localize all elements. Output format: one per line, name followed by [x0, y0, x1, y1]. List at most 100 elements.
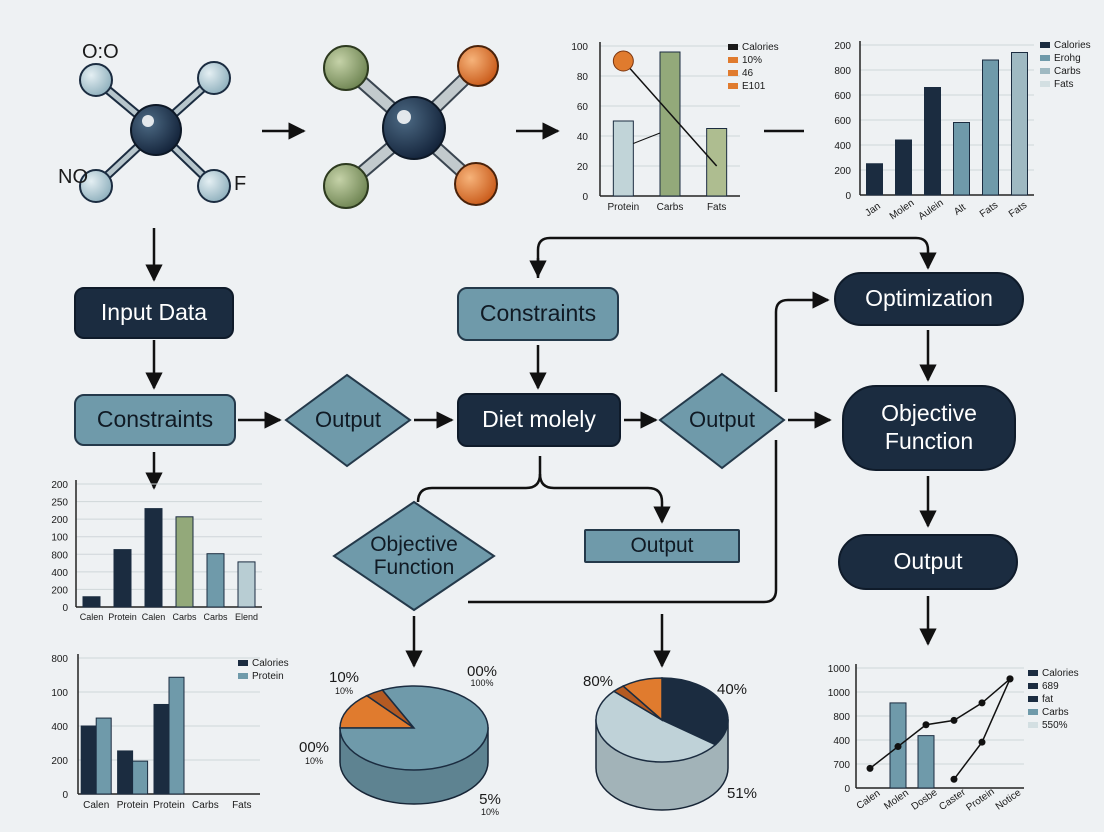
chart-bottom-left-x-tick-label: Fats — [232, 800, 251, 811]
chart-mid-left-y-tick-label: 250 — [51, 498, 68, 509]
pie-mid: 80%40%51% — [583, 673, 757, 811]
chart-mid-left-y-tick-label: 200 — [51, 515, 68, 526]
output-diamond-2-shape — [658, 372, 786, 470]
chart-top-mid-legend-label: Calories — [742, 42, 779, 53]
chart-top-mid-legend-label: 10% — [742, 55, 762, 66]
pie-left-label: 100% — [470, 678, 493, 688]
pie-left-label: 5% — [479, 791, 501, 808]
chart-top-right-bar — [953, 122, 970, 196]
chart-top-right-legend-label: Erohg — [1054, 53, 1081, 64]
chart-bottom-right-legend-label: 689 — [1042, 681, 1059, 692]
chart-top-right-y-tick-label: 200 — [834, 41, 851, 52]
pie-mid-label: 40% — [717, 681, 747, 698]
chart-bottom-right-y-tick-label: 1000 — [828, 688, 851, 699]
chart-bottom-right-y-tick-label: 0 — [844, 784, 850, 795]
chart-top-right-x-tick-label: Alt — [952, 202, 968, 218]
chart-top-mid-x-tick-label: Protein — [607, 202, 639, 213]
chart-mid-left-y-tick-label: 100 — [51, 533, 68, 544]
constraints-node-left[interactable]: Constraints — [74, 394, 236, 446]
chart-top-mid-bar — [706, 128, 728, 197]
chart-bottom-right-y-tick-label: 1000 — [828, 664, 851, 675]
chart-top-mid-overlay-link — [633, 132, 661, 144]
chart-bottom-left-y-tick-label: 400 — [51, 722, 68, 733]
pie-mid-slice — [595, 690, 717, 763]
chart-mid-left-bar — [82, 596, 101, 608]
chart-mid-left-x-tick-label: Elend — [235, 612, 258, 622]
diet-model-node[interactable]: Diet molely — [457, 393, 621, 447]
chart-bottom-right-point — [1006, 675, 1014, 683]
chart-top-right-x-tick-label: Jan — [863, 201, 883, 219]
chart-bottom-left-x-tick-label: Calen — [83, 800, 109, 811]
molecule-label-right: F — [234, 173, 246, 195]
pie-left-label: 00% — [467, 663, 497, 680]
optimization-node[interactable]: Optimization — [834, 272, 1024, 326]
chart-top-mid-legend-swatch — [728, 57, 738, 63]
chart-bottom-right-x-tick-label: Calen — [855, 788, 883, 812]
chart-top-right-legend-label: Calories — [1054, 40, 1091, 51]
chart-top-right-y-tick-label: 600 — [834, 116, 851, 127]
chart-bottom-left-y-tick-label: 800 — [51, 654, 68, 665]
chart-bottom-left-bar — [117, 750, 134, 795]
molecule-label-top: O:O — [82, 41, 119, 63]
pie-left-label: 10% — [305, 756, 323, 766]
input-data-node[interactable]: Input Data — [74, 287, 234, 339]
chart-bottom-right-legend-label: Carbs — [1042, 707, 1069, 718]
chart-bottom-right-x-tick-label: Caster — [937, 787, 968, 813]
chart-bottom-left-legend-swatch — [238, 673, 248, 679]
chart-bottom-right-point — [894, 743, 902, 751]
output-diamond-1-shape — [284, 373, 412, 468]
chart-bottom-right-x-tick-label: Dosbe — [910, 787, 940, 813]
pie-mid-slice — [661, 677, 729, 746]
chart-top-mid-y-tick-label: 100 — [571, 42, 588, 53]
chart-bottom-right-y-tick-label: 700 — [833, 760, 850, 771]
chart-top-right-legend-swatch — [1040, 42, 1050, 48]
chart-top-mid-x-tick-label: Fats — [707, 202, 726, 213]
chart-bottom-left-y-tick-label: 0 — [62, 790, 68, 801]
chart-top-mid-y-tick-label: 20 — [577, 162, 589, 173]
chart-bottom-left-x-tick-label: Protein — [153, 800, 185, 811]
pie-left-label: 10% — [481, 807, 499, 817]
chart-bottom-left-bar — [168, 676, 185, 795]
chart-top-right-x-tick-label: Fats — [978, 200, 1000, 220]
chart-bottom-left-legend-swatch — [238, 660, 248, 666]
chart-bottom-left-bar — [95, 717, 112, 795]
chart-top-mid-y-tick-label: 0 — [582, 192, 588, 203]
chart-top-mid-y-tick-label: 40 — [577, 132, 589, 143]
output-node-right[interactable]: Output — [838, 534, 1018, 590]
pie-left-label: 10% — [329, 669, 359, 686]
objective-function-node[interactable]: Objective Function — [842, 385, 1016, 471]
objective-diamond-shape — [332, 500, 496, 612]
chart-mid-left-bar — [206, 553, 225, 608]
molecule-2 — [323, 45, 499, 209]
chart-bottom-right-point — [978, 699, 986, 707]
pie-left: 10%10%00%100%00%10%5%10% — [299, 663, 501, 817]
chart-bottom-right-x-tick-label: Molen — [882, 788, 911, 813]
chart-mid-left-bar — [237, 561, 256, 608]
chart-bottom-right-legend-swatch — [1028, 696, 1038, 702]
chart-top-right-y-tick-label: 0 — [845, 191, 851, 202]
chart-top-mid-legend-swatch — [728, 44, 738, 50]
chart-bottom-right-legend-label: fat — [1042, 694, 1053, 705]
chart-mid-left-y-tick-label: 400 — [51, 568, 68, 579]
chart-bottom-right-y-tick-label: 400 — [833, 736, 850, 747]
output-box-node[interactable]: Output — [584, 529, 740, 563]
chart-top-right-y-tick-label: 200 — [834, 166, 851, 177]
chart-top-right-legend-swatch — [1040, 68, 1050, 74]
chart-top-mid-overlay-line — [622, 60, 718, 167]
molecule-label-left: NO — [58, 166, 88, 188]
chart-top-mid-bar — [612, 120, 634, 197]
chart-bottom-right-point — [978, 738, 986, 746]
pie-left-label: 00% — [299, 739, 329, 756]
chart-bottom-right-legend-swatch — [1028, 683, 1038, 689]
chart-bottom-left-legend-label: Calories — [252, 658, 289, 669]
constraints-node-mid[interactable]: Constraints — [457, 287, 619, 341]
molecule-1: O:O NO F — [58, 41, 246, 203]
chart-top-right-legend-label: Fats — [1054, 79, 1073, 90]
